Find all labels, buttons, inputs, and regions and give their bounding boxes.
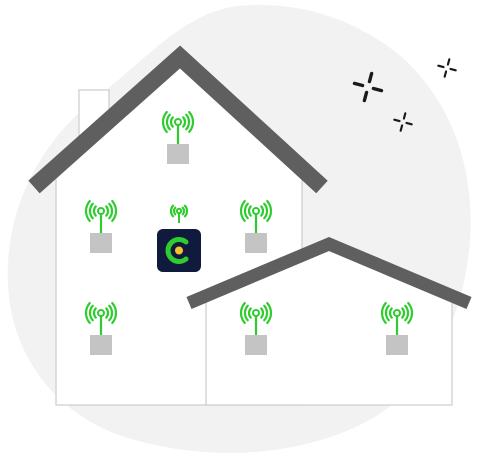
signal-arc-left: [247, 205, 252, 217]
sparkle-icon: [437, 58, 457, 78]
signal-arc-left: [388, 307, 393, 319]
sparkle-ray: [362, 90, 369, 103]
sparkle-ray: [367, 71, 374, 84]
signal-arc-right: [111, 200, 118, 222]
annex-house: [186, 236, 472, 406]
signal-arc-left: [172, 206, 177, 216]
signal-arc-left: [243, 304, 249, 322]
hub-logo-ring: [165, 237, 189, 264]
signal-arc-right: [260, 307, 265, 319]
signal-arc-left: [380, 302, 387, 324]
signal-arc-left: [88, 304, 94, 322]
antenna-base: [90, 335, 112, 355]
signal-arc-right: [183, 204, 189, 218]
signal-arc-right: [263, 202, 269, 220]
antenna-layer: [84, 111, 414, 355]
sparkle-layer: [352, 58, 457, 132]
sparkle-icon: [393, 112, 413, 132]
signal-arc-left: [165, 113, 171, 131]
signal-arc-left: [84, 302, 91, 324]
signal-arc-right: [108, 304, 114, 322]
signal-arc-left: [84, 200, 91, 222]
signal-arc-left: [88, 202, 94, 220]
signal-arc-left: [247, 307, 252, 319]
annex-house-roof: [186, 236, 472, 309]
sparkle-ray: [371, 86, 384, 93]
wifi-antenna-icon: [239, 200, 273, 253]
sparkle-icon: [352, 71, 384, 103]
signal-arc-left: [239, 200, 246, 222]
signal-arc-left: [243, 202, 249, 220]
antenna-base: [386, 335, 408, 355]
signal-arc-right: [111, 302, 118, 324]
signal-arc-left: [169, 204, 175, 218]
sparkle-ray: [443, 70, 448, 78]
wifi-antenna-icon: [380, 302, 414, 355]
sparkle-ray: [393, 118, 401, 123]
signal-arc-right: [188, 111, 195, 133]
wifi-antenna-icon: [84, 302, 118, 355]
sparkle-ray: [446, 58, 451, 66]
signal-arc-right: [185, 113, 191, 131]
signal-arc-right: [182, 116, 187, 128]
antenna-base: [167, 144, 189, 164]
hub-logo-icon: [157, 229, 201, 272]
sparkle-ray: [405, 121, 413, 126]
hub-logo-dot: [175, 246, 183, 255]
signal-arc-right: [105, 307, 110, 319]
antenna-base: [245, 233, 267, 253]
sparkle-ray: [352, 81, 365, 88]
signal-arc-right: [407, 302, 414, 324]
antenna-base: [90, 233, 112, 253]
signal-arc-left: [161, 111, 168, 133]
signal-arc-left: [92, 205, 97, 217]
main-house-roof: [28, 45, 328, 194]
signal-arc-right: [108, 202, 114, 220]
antenna-base: [245, 335, 267, 355]
signal-arc-right: [260, 205, 265, 217]
signal-arc-right: [401, 307, 406, 319]
wifi-antenna-icon: [169, 204, 189, 223]
signal-arc-right: [263, 304, 269, 322]
wifi-antenna-icon: [239, 302, 273, 355]
wifi-antenna-icon: [84, 200, 118, 253]
signal-arc-right: [266, 302, 273, 324]
signal-arc-left: [239, 302, 246, 324]
wifi-antenna-icon: [161, 111, 195, 164]
sparkle-ray: [402, 112, 407, 120]
sparkle-ray: [437, 64, 445, 69]
signal-arc-right: [404, 304, 410, 322]
signal-arc-left: [384, 304, 390, 322]
sparkle-ray: [399, 124, 404, 132]
signal-arc-right: [266, 200, 273, 222]
signal-arc-left: [169, 116, 174, 128]
signal-arc-right: [105, 205, 110, 217]
signal-arc-left: [92, 307, 97, 319]
sparkle-ray: [449, 67, 457, 72]
